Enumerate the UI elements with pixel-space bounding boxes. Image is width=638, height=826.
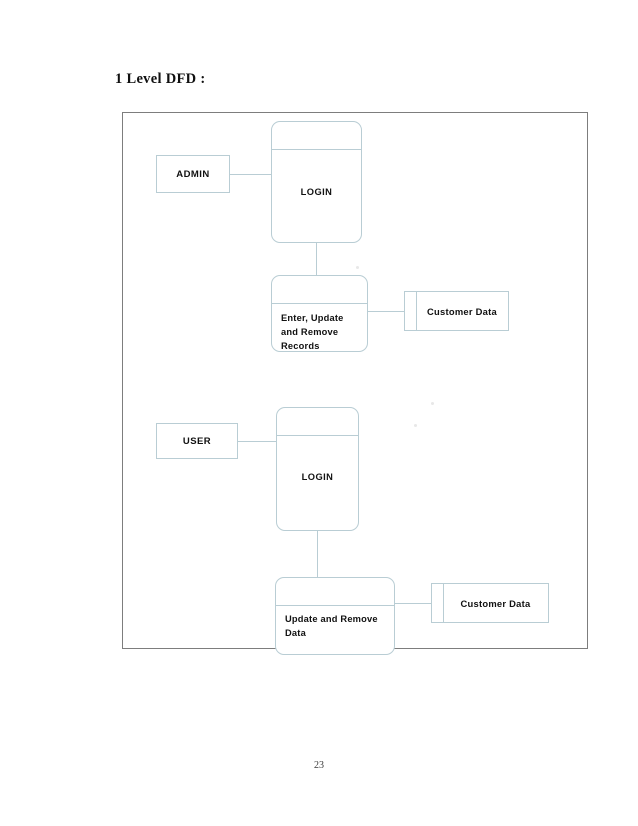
connector-user-update-to-datastore <box>395 603 431 605</box>
node-user-login-process[interactable]: LOGIN <box>276 407 359 531</box>
admin-records-divider <box>272 303 367 304</box>
admin-datastore-divider <box>416 292 417 330</box>
node-admin-entity[interactable]: ADMIN <box>156 155 230 193</box>
node-user-login-label: LOGIN <box>301 472 334 482</box>
node-user-entity-label: USER <box>182 435 212 447</box>
node-admin-customer-data-store[interactable]: Customer Data <box>404 291 509 331</box>
connector-admin-records-to-datastore <box>368 311 404 313</box>
node-user-customer-data-label: Customer Data <box>460 597 531 609</box>
diagram-canvas: ADMIN LOGIN Enter, Update and Remove Rec… <box>123 113 587 655</box>
user-login-divider <box>277 435 358 436</box>
connector-admin-to-login <box>230 174 274 176</box>
connector-user-login-to-update <box>317 531 319 577</box>
node-user-customer-data-store[interactable]: Customer Data <box>431 583 549 623</box>
node-user-update-process[interactable]: Update and Remove Data <box>275 577 395 655</box>
admin-login-divider <box>272 149 361 150</box>
user-datastore-divider <box>443 584 444 622</box>
page-title: 1 Level DFD : <box>115 71 206 87</box>
connector-user-to-login <box>238 441 276 443</box>
page-number: 23 <box>314 760 324 771</box>
node-admin-customer-data-label: Customer Data <box>427 305 497 317</box>
node-user-entity[interactable]: USER <box>156 423 238 459</box>
user-update-divider <box>276 605 394 606</box>
connector-admin-login-to-records <box>316 243 318 275</box>
node-admin-records-label: Enter, Update and Remove Records <box>281 313 344 351</box>
scan-artifact <box>356 266 359 269</box>
node-admin-login-label: LOGIN <box>300 187 333 197</box>
node-admin-login-process[interactable]: LOGIN <box>271 121 362 243</box>
scan-artifact <box>431 402 434 405</box>
node-admin-records-process[interactable]: Enter, Update and Remove Records <box>271 275 368 352</box>
diagram-frame: ADMIN LOGIN Enter, Update and Remove Rec… <box>122 112 588 655</box>
node-user-update-label: Update and Remove Data <box>285 614 378 638</box>
node-admin-entity-label: ADMIN <box>176 168 210 180</box>
scan-artifact <box>414 424 417 427</box>
